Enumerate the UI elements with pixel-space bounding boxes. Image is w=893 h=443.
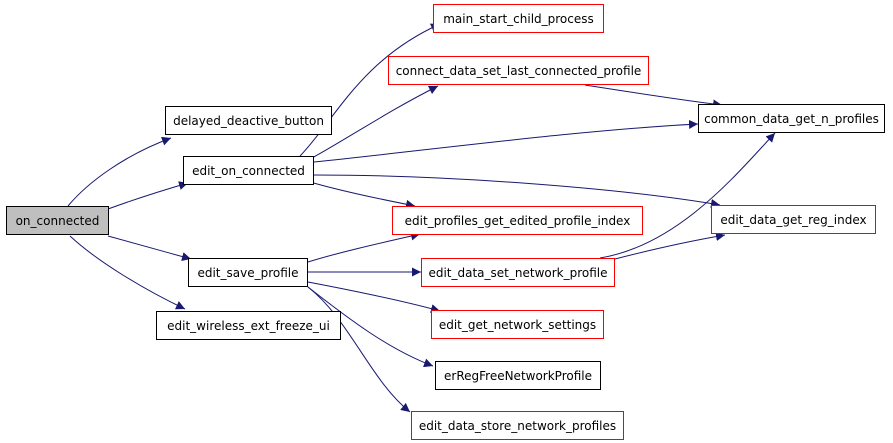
edge-edit-save-profile-to-edit-profiles-get-edited-profile-index (307, 231, 421, 263)
node-label: connect_data_set_last_connected_profile (395, 63, 642, 78)
edge-edit-data-set-network-profile-to-edit-data-get-reg-index (614, 232, 726, 260)
edge-edit-on-connected-to-edit-data-get-reg-index (313, 174, 721, 208)
node-label: edit_wireless_ext_freeze_ui (167, 318, 330, 333)
node-label: delayed_deactive_button (173, 113, 324, 128)
node-delayed-deactive-button[interactable]: delayed_deactive_button (165, 106, 332, 135)
node-label: edit_save_profile (197, 265, 299, 280)
node-label: edit_profiles_get_edited_profile_index (404, 213, 631, 228)
edge-edit-on-connected-to-main-start-child-process (299, 23, 441, 157)
edge-edit-on-connected-to-common-data-get-n-profiles (313, 119, 699, 163)
node-label: edit_get_network_settings (438, 317, 597, 332)
node-common-data-get-n-profiles[interactable]: common_data_get_n_profiles (698, 104, 885, 133)
node-edit-data-store-network-profiles[interactable]: edit_data_store_network_profiles (411, 411, 624, 440)
node-main-start-child-process[interactable]: main_start_child_process (433, 4, 604, 33)
edge-edit-save-profile-to-edit-data-store-network-profiles (307, 286, 411, 413)
node-edit-save-profile[interactable]: edit_save_profile (188, 258, 308, 287)
node-label: edit_data_store_network_profiles (418, 418, 617, 433)
edge-edit-save-profile-to-erRegFreeNetworkProfile (307, 286, 434, 368)
edge-edit-on-connected-to-connect-data-set-last-connected-profile (311, 85, 439, 159)
edge-edit-on-connected-to-edit-profiles-get-edited-profile-index (309, 181, 416, 209)
edge-on-connected-to-edit-save-profile (107, 235, 192, 261)
edge-connect-data-set-last-connected-profile-to-common-data-get-n-profiles (584, 84, 723, 109)
node-edit-wireless-ext-freeze-ui[interactable]: edit_wireless_ext_freeze_ui (156, 311, 341, 340)
node-label: erRegFreeNetworkProfile (444, 368, 592, 383)
node-label: edit_on_connected (192, 163, 305, 178)
edge-edit-data-set-network-profile-to-common-data-get-n-profiles (599, 132, 776, 259)
node-on-connected[interactable]: on_connected (6, 206, 109, 235)
node-label: main_start_child_process (443, 11, 594, 26)
node-edit-get-network-settings[interactable]: edit_get_network_settings (431, 310, 604, 339)
edge-on-connected-to-delayed-deactive-button (67, 136, 172, 207)
node-label: common_data_get_n_profiles (704, 111, 879, 126)
node-label: edit_data_set_network_profile (428, 265, 608, 280)
edge-edit-save-profile-to-edit-get-network-settings (307, 281, 441, 313)
node-label: edit_data_get_reg_index (720, 212, 867, 227)
node-erRegFreeNetworkProfile[interactable]: erRegFreeNetworkProfile (435, 361, 601, 390)
node-edit-on-connected[interactable]: edit_on_connected (183, 156, 314, 185)
edge-on-connected-to-edit-on-connected (107, 181, 189, 210)
node-edit-data-set-network-profile[interactable]: edit_data_set_network_profile (421, 258, 615, 287)
node-label: on_connected (15, 213, 100, 228)
node-connect-data-set-last-connected-profile[interactable]: connect_data_set_last_connected_profile (388, 56, 649, 85)
node-edit-profiles-get-edited-profile-index[interactable]: edit_profiles_get_edited_profile_index (392, 206, 643, 235)
edge-on-connected-to-edit-wireless-ext-freeze-ui (69, 235, 186, 310)
node-edit-data-get-reg-index[interactable]: edit_data_get_reg_index (711, 205, 876, 234)
